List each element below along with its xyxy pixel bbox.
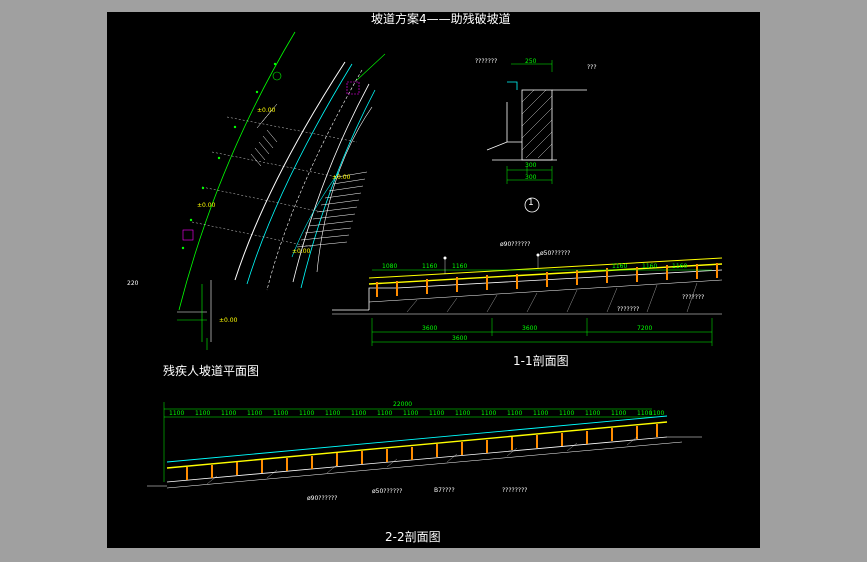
s1-bottom-dim-1: 3600 <box>422 325 438 332</box>
detail-dim-2: 300 <box>525 162 537 169</box>
s1-total-dim: 3600 <box>452 335 468 342</box>
section-2-2 <box>147 402 702 489</box>
s2-total-dim: 22000 <box>393 401 413 408</box>
s2-top-dim-6: 1100 <box>299 410 315 417</box>
detail-label-2: ??? <box>587 64 597 71</box>
s2-top-dim-14: 1100 <box>507 410 523 417</box>
s1-label-4: ??????? <box>617 306 640 313</box>
s1-top-dim-1: 1080 <box>382 263 398 270</box>
s2-top-dim-3: 1100 <box>221 410 237 417</box>
s2-top-dim-5: 1100 <box>273 410 289 417</box>
s1-top-dim-6: 1160 <box>672 263 688 270</box>
s2-top-dim-2: 1100 <box>195 410 211 417</box>
drawing-title: 坡道方案4——助残破坡道 <box>371 12 511 26</box>
s1-label-3: ??????? <box>682 294 705 301</box>
plan-level-3: ±0.00 <box>332 174 351 181</box>
detail-label-1: ??????? <box>475 58 498 65</box>
s2-label-1: ø90?????? <box>307 495 338 502</box>
s2-top-dim-12: 1100 <box>455 410 471 417</box>
plan-label: 220 <box>127 280 139 287</box>
s2-top-dim-8: 1100 <box>351 410 367 417</box>
s2-top-dim-11: 1100 <box>429 410 445 417</box>
s2-top-dim-1: 1100 <box>169 410 185 417</box>
s2-label-3: B7???? <box>434 487 455 494</box>
plan-caption: 残疾人坡道平面图 <box>163 364 260 378</box>
detail-dim-1: 250 <box>525 58 537 65</box>
s2-top-dim-15: 1100 <box>533 410 549 417</box>
s1-label-2: ø50?????? <box>540 250 571 257</box>
s2-top-dim-17: 1100 <box>585 410 601 417</box>
plan-level-2: ±0.00 <box>197 202 216 209</box>
drawing-sheet: 坡道方案4——助残破坡道 <box>107 12 760 548</box>
cad-drawing <box>147 31 723 489</box>
s1-top-dim-2: 1160 <box>422 263 438 270</box>
s1-bottom-dim-3: 7200 <box>637 325 653 332</box>
s2-top-dim-10: 1100 <box>403 410 419 417</box>
s1-top-dim-4: 1160 <box>612 263 628 270</box>
s2-top-dim-18: 1100 <box>611 410 627 417</box>
s2-top-dim-7: 1100 <box>325 410 341 417</box>
s2-label-2: ø50?????? <box>372 488 403 495</box>
plan-level-4: ±0.00 <box>292 248 311 255</box>
s2-top-dim-19: 1100 <box>637 410 653 417</box>
s2-top-dim-9: 1100 <box>377 410 393 417</box>
s2-top-dim-20: 1100 <box>649 410 665 417</box>
detail-1 <box>486 60 587 213</box>
plan-level-5: ±0.00 <box>219 317 238 324</box>
plan-level-1: ±0.00 <box>257 107 276 114</box>
plan-view <box>177 31 386 350</box>
section1-caption: 1-1剖面图 <box>513 354 569 368</box>
s1-top-dim-3: 1160 <box>452 263 468 270</box>
s1-bottom-dim-2: 3600 <box>522 325 538 332</box>
s2-label-4: ???????? <box>502 487 528 494</box>
s2-top-dim-16: 1100 <box>559 410 575 417</box>
s2-top-dim-13: 1100 <box>481 410 497 417</box>
section-1-1 <box>332 253 723 346</box>
detail-dim-3: 300 <box>525 174 537 181</box>
detail-marker: 1 <box>528 198 534 208</box>
section2-caption: 2-2剖面图 <box>385 530 441 544</box>
s1-label-1: ø90?????? <box>500 241 531 248</box>
s2-top-dim-4: 1100 <box>247 410 263 417</box>
s1-top-dim-5: 1160 <box>642 263 658 270</box>
